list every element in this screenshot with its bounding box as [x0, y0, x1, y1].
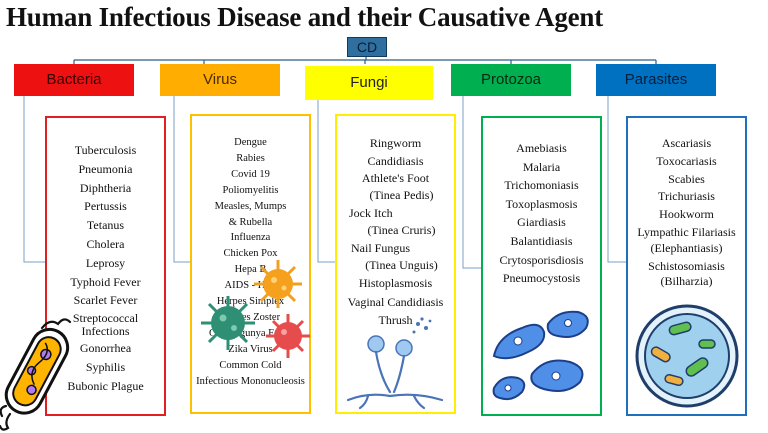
list-item: Ascariasis	[661, 136, 712, 150]
list-item: Balantidiasis	[510, 233, 573, 248]
list-item: Poliomyelitis	[222, 184, 279, 196]
fungi-list-box: Ringworm Candidiasis Athlete's Foot (Tin…	[335, 114, 456, 414]
list-item: Trichuriasis	[658, 189, 715, 204]
list-item: Tuberculosis	[74, 143, 137, 157]
header-parasites: Parasites	[596, 64, 716, 96]
list-item: Lympathic Filariasis	[637, 224, 736, 239]
list-item: Scabies	[668, 171, 705, 186]
virus-list-box: Dengue Rabies Covid 19 Poliomyelitis Mea…	[190, 114, 311, 414]
list-item: (Tinea Cruris)	[367, 222, 436, 237]
protozoa-icon	[492, 310, 589, 401]
list-item: AIDS - HIV	[224, 280, 277, 292]
bacterium-icon	[0, 318, 72, 431]
list-item: Cholera	[86, 236, 125, 251]
list-item: Chicken Pox	[223, 248, 278, 260]
list-item: Toxoplasmosis	[505, 196, 578, 211]
root-node: CD	[347, 37, 387, 57]
list-item: Bubonic Plague	[67, 378, 144, 393]
list-item: Herpes Simplex	[216, 296, 285, 308]
list-item: Influenza	[230, 232, 271, 244]
list-item: Leprosy	[85, 255, 126, 270]
list-item: Gonorrhea	[79, 341, 132, 356]
list-item: Jock Itch	[349, 206, 393, 220]
list-item: Herpes Zoster	[220, 311, 281, 323]
list-item: Dengue	[234, 137, 267, 148]
list-item: Pneumonia	[78, 161, 133, 176]
list-item: Syphilis	[85, 359, 126, 374]
list-item: & Rubella	[228, 216, 273, 228]
list-item: Covid 19	[231, 168, 270, 180]
mold-fungus-icon	[346, 317, 444, 410]
list-item: Pertussis	[84, 199, 127, 214]
list-item: Diphtheria	[79, 180, 132, 195]
header-fungi: Fungi	[305, 66, 433, 100]
list-item: Hepa B	[234, 264, 267, 276]
list-item: Hookworm	[659, 207, 714, 222]
header-virus: Virus	[160, 64, 280, 96]
list-item: Measles, Mumps	[214, 200, 287, 212]
list-item: Tetanus	[86, 218, 125, 233]
list-item: Crytosporisdiosis	[499, 252, 584, 267]
list-item: Pneumocystosis	[502, 271, 581, 286]
list-item: Nail Fungus	[351, 241, 411, 255]
list-item: Chikungunya Fever	[208, 327, 293, 339]
list-item: Rabies	[236, 152, 265, 164]
list-item: Thrush	[378, 313, 413, 327]
list-item: Trichomoniasis	[504, 178, 579, 193]
list-item: Vaginal Candidiasis	[347, 294, 444, 309]
list-item: Athlete's Foot	[361, 171, 430, 185]
list-item: Amebiasis	[516, 141, 567, 155]
list-item: Candidiasis	[367, 153, 424, 168]
list-item: (Tinea Unguis)	[365, 257, 438, 272]
list-item: Scarlet Fever	[73, 293, 138, 308]
list-item: (Elephantiasis)	[650, 240, 723, 255]
list-item: Malaria	[522, 159, 561, 174]
list-item: Giardiasis	[517, 215, 566, 230]
list-item: (Tinea Pedis)	[369, 187, 434, 202]
list-item: Infectious Mononucleosis	[196, 375, 305, 387]
list-item: Toxocariasis	[656, 153, 717, 168]
list-item: (Bilharzia)	[660, 274, 713, 289]
petri-dish-icon	[635, 304, 739, 408]
header-protozoa: Protozoa	[451, 64, 571, 96]
list-item: Ringworm	[369, 136, 422, 150]
header-bacteria: Bacteria	[14, 64, 134, 96]
list-item: Zika Virus	[228, 343, 273, 355]
virus-icon	[201, 260, 310, 358]
list-item: Streptococcal Infections	[72, 311, 139, 339]
page-title: Human Infectious Disease and their Causa…	[6, 2, 604, 32]
list-item: Common Cold	[219, 359, 282, 371]
list-item: Histoplasmosis	[358, 276, 433, 290]
list-item: Typhoid Fever	[70, 274, 141, 289]
list-item: Schistosomiasis	[648, 258, 725, 273]
bacteria-list-box: Tuberculosis Pneumonia Diphtheria Pertus…	[45, 116, 166, 416]
